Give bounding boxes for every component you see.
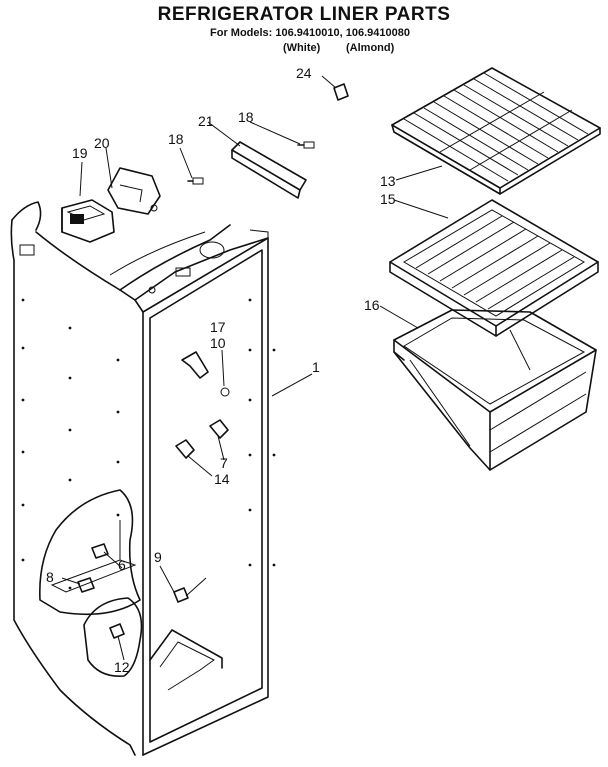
model-numbers: For Models: 106.9410010, 106.9410080 [210,27,410,39]
callout-18-right: 18 [238,109,254,125]
callout-17: 17 [210,319,226,335]
leader-lines [61,75,449,661]
callout-20: 20 [94,135,110,151]
freezer-liner [10,201,276,756]
glass-shelf-frame [389,199,599,337]
callout-14: 14 [214,471,230,487]
callout-15: 15 [380,191,396,207]
callout-21: 21 [198,113,214,129]
shelf-support-7 [209,419,229,439]
callout-7: 7 [220,455,228,471]
wire-shelf [391,67,601,195]
shelf-support-9 [173,587,189,603]
callout-19: 19 [72,145,88,161]
callout-9: 9 [154,549,162,565]
callout-10: 10 [210,335,226,351]
light-housing [61,199,115,243]
shelf-support-14 [175,439,195,459]
light-bracket [107,167,161,215]
screw-18-right [297,141,315,149]
callout-24: 24 [296,65,312,81]
callout-1: 1 [312,359,320,375]
cutaway-view-lower [83,597,143,677]
variant-almond-label: (Almond) [346,42,395,54]
diagram-title: REFRIGERATOR LINER PARTS [157,4,451,25]
crisper-pan [393,309,597,471]
channel-strip [231,141,307,199]
variant-white-label: (White) [283,42,321,54]
callout-12: 12 [114,659,130,675]
cutaway-view-upper [39,489,141,616]
shelf-support-6 [91,543,109,559]
shelf-support-12 [109,623,125,639]
callout-16: 16 [364,297,380,313]
callout-8: 8 [46,569,54,585]
screw-18-left [187,177,204,185]
clip-part-24 [333,83,349,101]
callout-18-left: 18 [168,131,184,147]
shelf-support-bracket [181,351,230,397]
shelf-support-8 [77,577,95,593]
callout-13: 13 [380,173,396,189]
callout-6: 6 [118,557,126,573]
